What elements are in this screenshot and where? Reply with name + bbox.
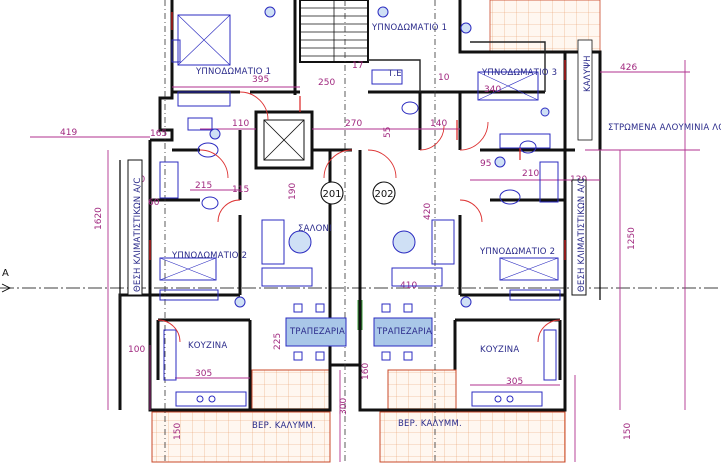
dim-270: 270 [345,119,362,129]
dim-100-bottom: 100 [128,345,145,355]
label-bedroom-2-left: ΥΠΝΟΔΩΜΑΤΙΟ 2 [171,251,247,261]
bed-left-top [171,14,231,66]
dim-55: 55 [383,127,393,138]
svg-text:201: 201 [322,189,341,200]
svg-text:202: 202 [374,189,393,200]
elevator-shaft [254,110,314,170]
dim-395: 395 [252,75,269,85]
bed-left-middle [159,257,217,281]
unit-201-marker: 201 [320,181,344,205]
dim-115: 115 [232,185,249,195]
window-markers [149,12,566,260]
unit-202-marker: 202 [372,181,396,205]
label-kouzina-right: ΚΟΥΖΙΝΑ [480,345,519,355]
label-kouzina-left: ΚΟΥΖΙΝΑ [188,341,227,351]
dim-305-left: 305 [195,369,212,379]
light-fixtures [209,6,550,308]
dim-110: 110 [232,119,249,129]
dim-305-right: 305 [506,377,523,387]
label-trapezaria-left: ΤΡΑΠΕΖΑΡΙΑ [289,327,345,337]
label-ac-left: ΘΕΣΗ ΚΛΙΜΑΤΙΣΤΙΚΩΝ Α/C [133,178,143,292]
label-saloni: ΣΑΛΟΝΙ [298,224,332,234]
dim-420: 420 [423,203,433,220]
dim-340: 340 [484,85,501,95]
bed-right-top [477,71,539,101]
label-veranda-right: ΒΕΡ. ΚΑΛΥΜΜ. [398,419,462,429]
dim-140: 140 [430,119,447,129]
label-kalypsi: ΚΑΛΥΨΗ [583,55,593,92]
label-trapezaria-right: ΤΡΑΠΕΖΑΡΙΑ [376,327,432,337]
label-wc: Τ.Ε [387,69,402,79]
rug-round-right [392,230,416,254]
rug-round-left [288,230,312,254]
label-ac-right: ΘΕΣΗ ΚΛΙΜΑΤΙΣΤΙΚΩΝ Α/C [577,178,587,292]
dim-190: 190 [288,183,298,200]
veranda-right-step [387,369,457,413]
wardrobes [159,91,561,301]
kitchen-counter-left [163,329,247,407]
kalypsi-strip [577,39,593,141]
sofa-left [261,219,313,287]
dim-300: 300 [339,398,349,415]
dim-150-right: 150 [623,423,633,440]
dim-17: 17 [352,61,363,71]
label-bedroom-1-left: ΥΠΝΟΔΩΜΑΤΙΟ 1 [195,67,271,77]
dim-150-left: 150 [173,423,183,440]
dim-419: 419 [60,128,77,138]
label-veranda-left: ΒΕΡ. ΚΑΛΥΜΜ. [252,421,316,431]
kitchen-counter-right [471,329,557,407]
label-bedroom-2-right: ΥΠΝΟΔΩΜΑΤΙΟ 2 [479,247,555,257]
bathroom-fixtures-left [159,117,219,210]
dim-10: 10 [438,73,450,83]
dim-165: 165 [150,129,167,139]
label-bedroom-3: ΥΠΝΟΔΩΜΑΤΙΟ 3 [481,68,557,78]
dining-table-left [285,303,347,361]
door-swings [157,91,561,343]
veranda-right [379,411,566,463]
dim-215: 215 [195,181,212,191]
ac-units-right [571,179,587,296]
stair-core [299,0,369,63]
dim-426: 426 [620,63,637,73]
dining-table-right [373,303,433,361]
bathroom-fixtures-right [371,69,559,205]
ac-units-left [127,159,143,296]
label-stromena-note: ΣΤΡΩΜΕΝΑ ΑΛΟΥΜΙΝΙΑ ΛΟΥΤΡΑ [608,123,721,133]
axis-marker-a: A [1,268,12,293]
dim-95: 95 [480,159,491,169]
bed-right-middle [499,257,559,281]
dim-210: 210 [522,169,539,179]
green-markers [357,300,363,330]
dim-1250: 1250 [627,227,637,250]
dim-1620: 1620 [94,207,104,230]
label-bedroom-1-right: ΥΠΝΟΔΩΜΑΤΙΟ 1 [371,23,447,33]
dim-225: 225 [273,333,283,350]
veranda-left-step [251,369,331,413]
sofa-right [391,219,455,287]
dim-160: 160 [361,363,371,380]
dim-250: 250 [318,78,335,88]
svg-text:A: A [2,268,9,279]
dim-60: 60 [148,198,160,208]
veranda-left [151,411,331,463]
